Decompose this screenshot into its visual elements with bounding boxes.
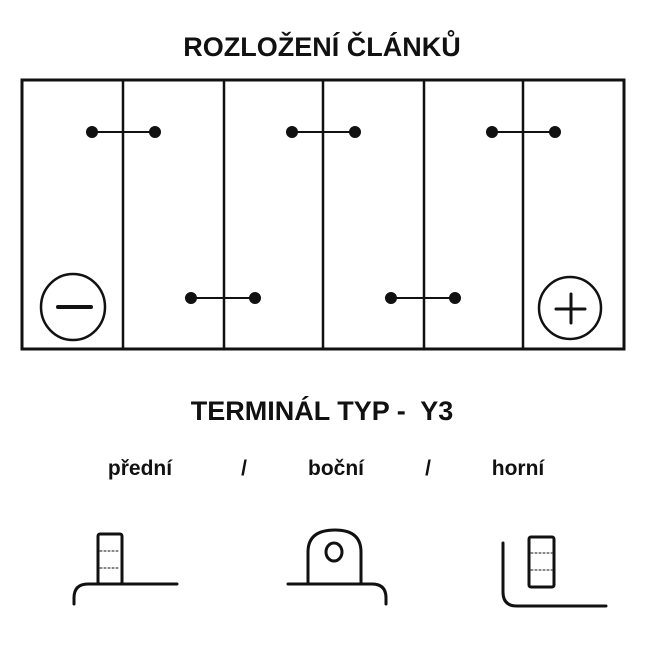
connector-top-1 bbox=[86, 126, 161, 138]
plus-terminal-icon bbox=[537, 275, 603, 341]
connector-bottom-2 bbox=[385, 292, 461, 304]
label-separator: / bbox=[241, 457, 247, 480]
front-terminal-icon bbox=[72, 532, 179, 606]
connector-bottom-1 bbox=[185, 292, 261, 304]
cell-dividers bbox=[121, 78, 525, 351]
top-terminal-icon bbox=[501, 535, 608, 608]
connector-top-2 bbox=[286, 126, 361, 138]
side-terminal-icon bbox=[286, 528, 388, 606]
minus-terminal-icon bbox=[39, 272, 107, 342]
layout-title: ROZLOŽENÍ ČLÁNKŮ bbox=[183, 32, 461, 62]
label-front: přední bbox=[107, 457, 173, 480]
connector-top-3 bbox=[486, 126, 561, 138]
label-top: horní bbox=[491, 457, 545, 480]
label-separator: / bbox=[425, 457, 431, 480]
cell-layout bbox=[20, 78, 626, 351]
terminal-type-title: TERMINÁL TYP - Y3 bbox=[190, 396, 454, 426]
cell-connectors bbox=[86, 126, 561, 304]
label-side: boční bbox=[308, 457, 364, 480]
